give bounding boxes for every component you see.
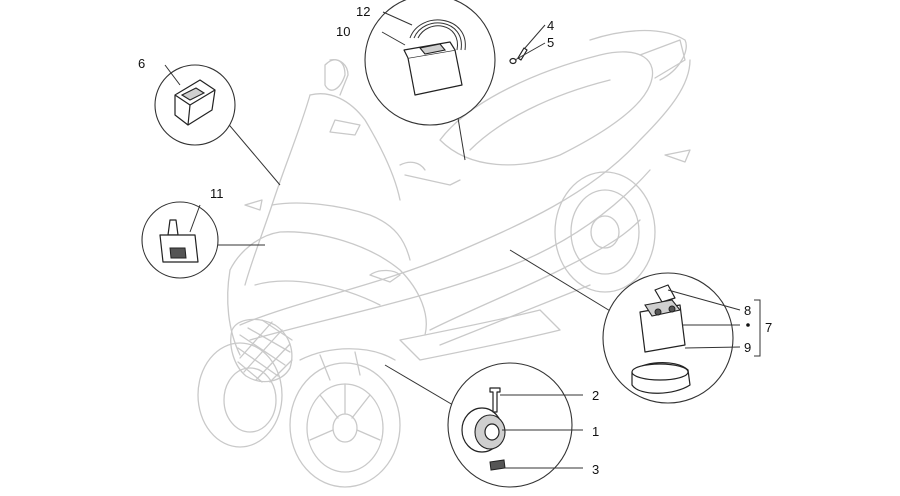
battery-strap xyxy=(409,19,466,51)
callout-horn xyxy=(447,362,583,488)
relay-cap xyxy=(654,284,676,303)
label-10: 10 xyxy=(336,24,350,39)
callout-battery xyxy=(364,0,496,126)
horn-bolt xyxy=(489,387,501,413)
callout-circle-horn xyxy=(447,362,573,488)
label-2: 2 xyxy=(592,388,599,403)
label-11: 11 xyxy=(210,186,224,201)
front-grille xyxy=(230,318,293,383)
front-wheel-left xyxy=(197,342,283,448)
pointer-lines xyxy=(210,99,626,416)
screw-washer xyxy=(509,24,546,65)
label-4: 4 xyxy=(547,18,554,33)
horn-nut xyxy=(489,459,506,471)
callout-starter-relay xyxy=(602,272,761,404)
bracket-7 xyxy=(754,299,761,357)
windshield-edge xyxy=(244,94,311,286)
label-6: 6 xyxy=(138,56,145,71)
callout-relay xyxy=(154,64,236,146)
label-1: 1 xyxy=(592,424,599,439)
callout-switch xyxy=(141,201,219,279)
label-9: 9 xyxy=(744,340,751,355)
seat xyxy=(439,51,654,166)
label-7: 7 xyxy=(765,320,772,335)
label-3: 3 xyxy=(592,462,599,477)
label-5: 5 xyxy=(547,35,554,50)
scooter-ghost xyxy=(197,29,691,488)
front-face xyxy=(229,231,427,336)
front-wheel-right xyxy=(289,362,401,488)
body-side xyxy=(239,59,691,326)
label-12: 12 xyxy=(356,4,370,19)
callout-numbers: 2 1 3 4 5 6 7 8 9 10 11 12 xyxy=(138,4,772,477)
label-8: 8 xyxy=(744,303,751,318)
battery-part xyxy=(407,49,463,96)
switch-part xyxy=(167,219,179,236)
washer-part xyxy=(509,57,517,65)
